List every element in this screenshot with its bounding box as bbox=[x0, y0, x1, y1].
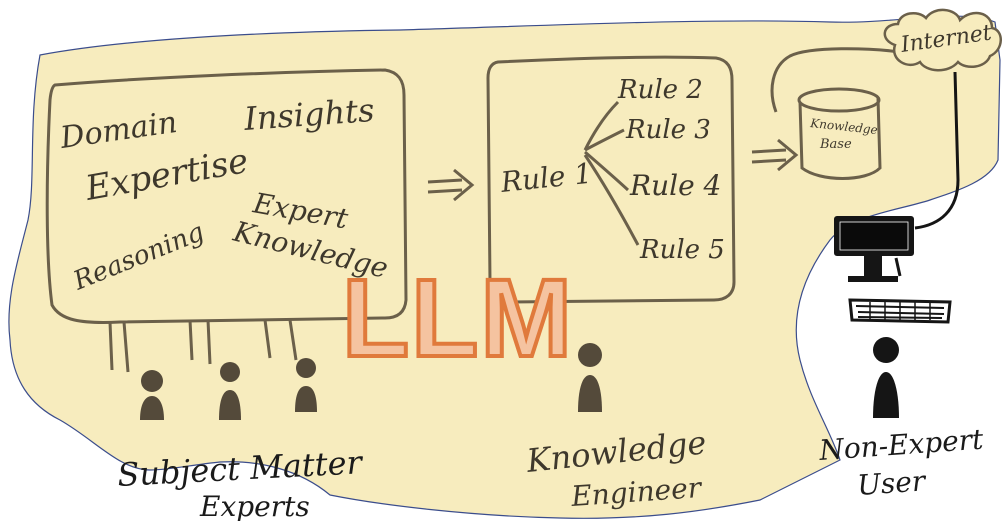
internet-to-computer-line bbox=[914, 71, 960, 230]
rule-2-label: Rule 2 bbox=[617, 75, 703, 105]
background-blob bbox=[8, 15, 1001, 519]
llm-overlay-label: LLM bbox=[342, 257, 574, 380]
speech-tail-3 bbox=[263, 319, 298, 361]
insights-label: Insights bbox=[242, 91, 376, 138]
arrow-to-knowledge-base bbox=[751, 138, 799, 172]
knowledge-base-line2: Base bbox=[819, 137, 852, 152]
expert-person-icon-2 bbox=[219, 362, 241, 420]
rule-branch-3 bbox=[584, 128, 625, 152]
user-person-icon bbox=[873, 337, 899, 418]
speech-tail-1 bbox=[108, 321, 130, 373]
knowledge-base-icon bbox=[770, 47, 901, 180]
keyboard-icon bbox=[848, 298, 952, 324]
experts-caption-line2: Experts bbox=[199, 490, 310, 521]
rule-branch-5 bbox=[583, 154, 640, 246]
internet-cloud-icon bbox=[883, 8, 1002, 72]
engineer-person-icon bbox=[578, 343, 602, 412]
rule-4-label: Rule 4 bbox=[629, 169, 721, 202]
rule-3-label: Rule 3 bbox=[625, 115, 711, 145]
expert-person-icon-1 bbox=[140, 370, 164, 420]
rules-box bbox=[486, 55, 736, 304]
user-caption-line2: User bbox=[856, 464, 928, 502]
rule-branch-4 bbox=[584, 150, 630, 192]
speech-tail-2 bbox=[188, 319, 212, 365]
user-caption-line1: Non-Expert bbox=[817, 423, 985, 467]
rule-branch-2 bbox=[583, 100, 620, 151]
computer-icon bbox=[834, 216, 914, 282]
expert-person-icon-3 bbox=[295, 358, 317, 412]
arrow-to-rules bbox=[427, 168, 475, 202]
rule-5-label: Rule 5 bbox=[639, 235, 725, 265]
expertise-box bbox=[45, 68, 408, 324]
